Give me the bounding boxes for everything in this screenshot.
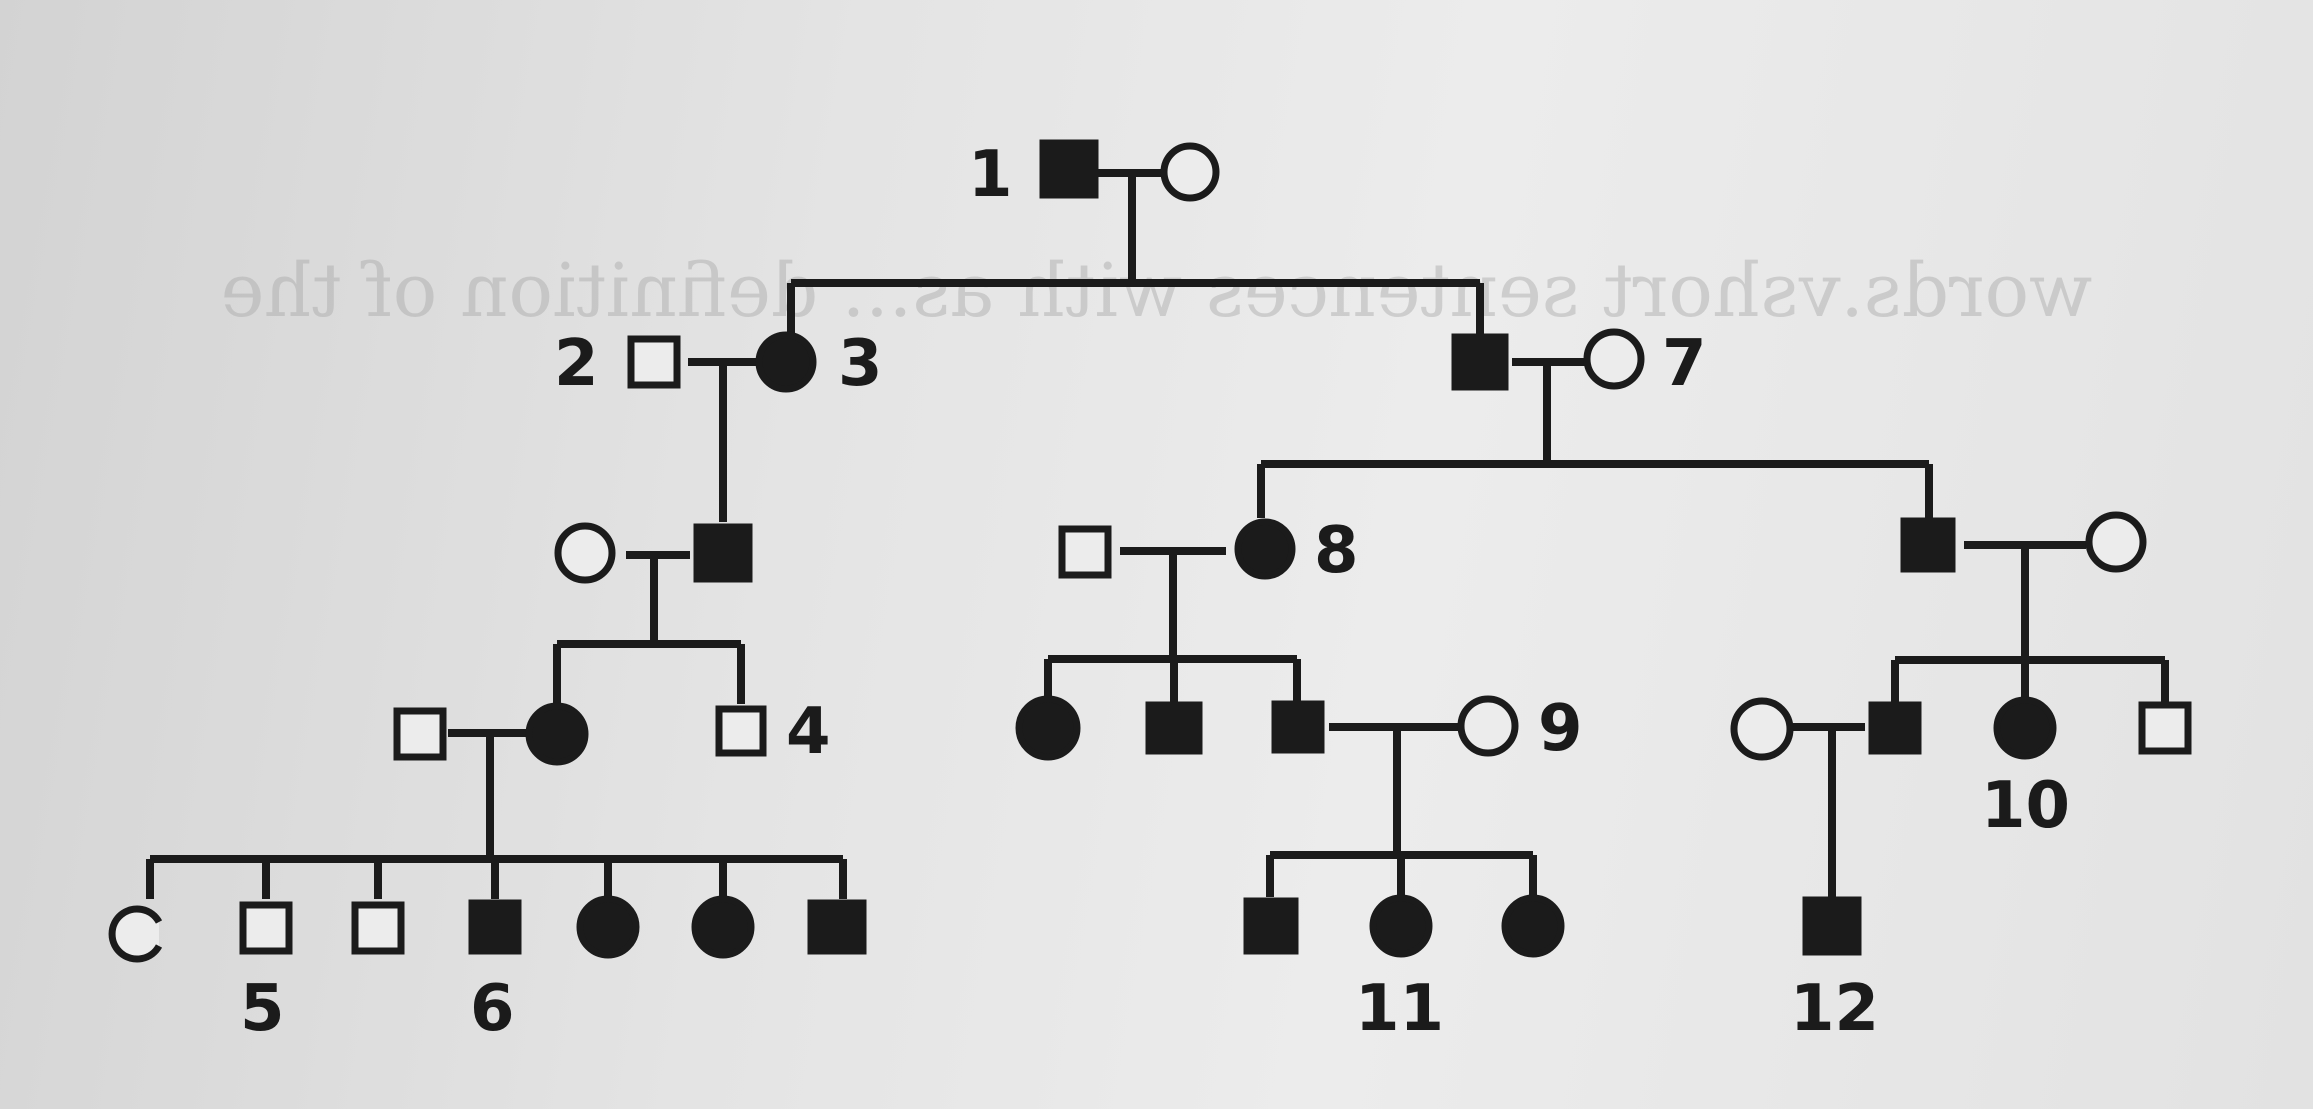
affected-male <box>1900 517 1956 573</box>
unaffected-male <box>351 901 405 955</box>
affected-female-8 <box>1234 518 1296 580</box>
affected-female-10 <box>1993 696 2057 760</box>
label-7: 7 <box>1662 327 1707 401</box>
affected-female <box>1015 695 1081 761</box>
pedigree-lines <box>146 169 2169 900</box>
pedigree-labels: 1 2 3 7 8 4 9 10 5 6 11 12 <box>240 138 2070 1046</box>
unaffected-male <box>393 707 447 761</box>
unaffected-male-4 <box>715 705 767 757</box>
affected-female <box>525 702 589 766</box>
label-9: 9 <box>1538 692 1583 766</box>
unaffected-male <box>1058 525 1112 579</box>
label-6: 6 <box>470 972 515 1046</box>
pedigree-individuals <box>108 139 2192 963</box>
affected-male <box>1868 701 1922 755</box>
affected-male-6 <box>468 899 522 955</box>
affected-male-12 <box>1802 896 1862 956</box>
affected-male <box>693 523 753 583</box>
affected-female-11 <box>1369 894 1433 958</box>
affected-male <box>1271 700 1325 754</box>
label-11: 11 <box>1355 972 1444 1046</box>
unaffected-male <box>2138 701 2192 755</box>
label-12: 12 <box>1790 972 1879 1046</box>
affected-male <box>1145 701 1203 755</box>
affected-female <box>1501 894 1565 958</box>
affected-female <box>691 895 755 959</box>
label-5: 5 <box>240 972 285 1046</box>
label-1: 1 <box>968 138 1013 212</box>
affected-male-1 <box>1039 139 1099 199</box>
label-2: 2 <box>554 327 599 401</box>
unaffected-female-9 <box>1457 695 1519 757</box>
unaffected-female <box>554 522 616 584</box>
unaffected-female <box>1730 697 1794 761</box>
affected-male <box>807 899 867 955</box>
unaffected-male-5 <box>239 901 293 955</box>
unaffected-female-7 <box>1583 328 1645 390</box>
label-4: 4 <box>786 695 831 769</box>
affected-female <box>576 895 640 959</box>
unaffected-female-partial <box>108 905 163 963</box>
label-10: 10 <box>1981 769 2070 843</box>
affected-female-3 <box>755 331 817 393</box>
affected-male <box>1451 333 1509 391</box>
label-3: 3 <box>838 327 883 401</box>
label-8: 8 <box>1314 514 1359 588</box>
unaffected-male-2 <box>627 335 681 389</box>
affected-male <box>1243 897 1299 955</box>
unaffected-female <box>2085 511 2147 573</box>
unaffected-female <box>1160 142 1220 202</box>
